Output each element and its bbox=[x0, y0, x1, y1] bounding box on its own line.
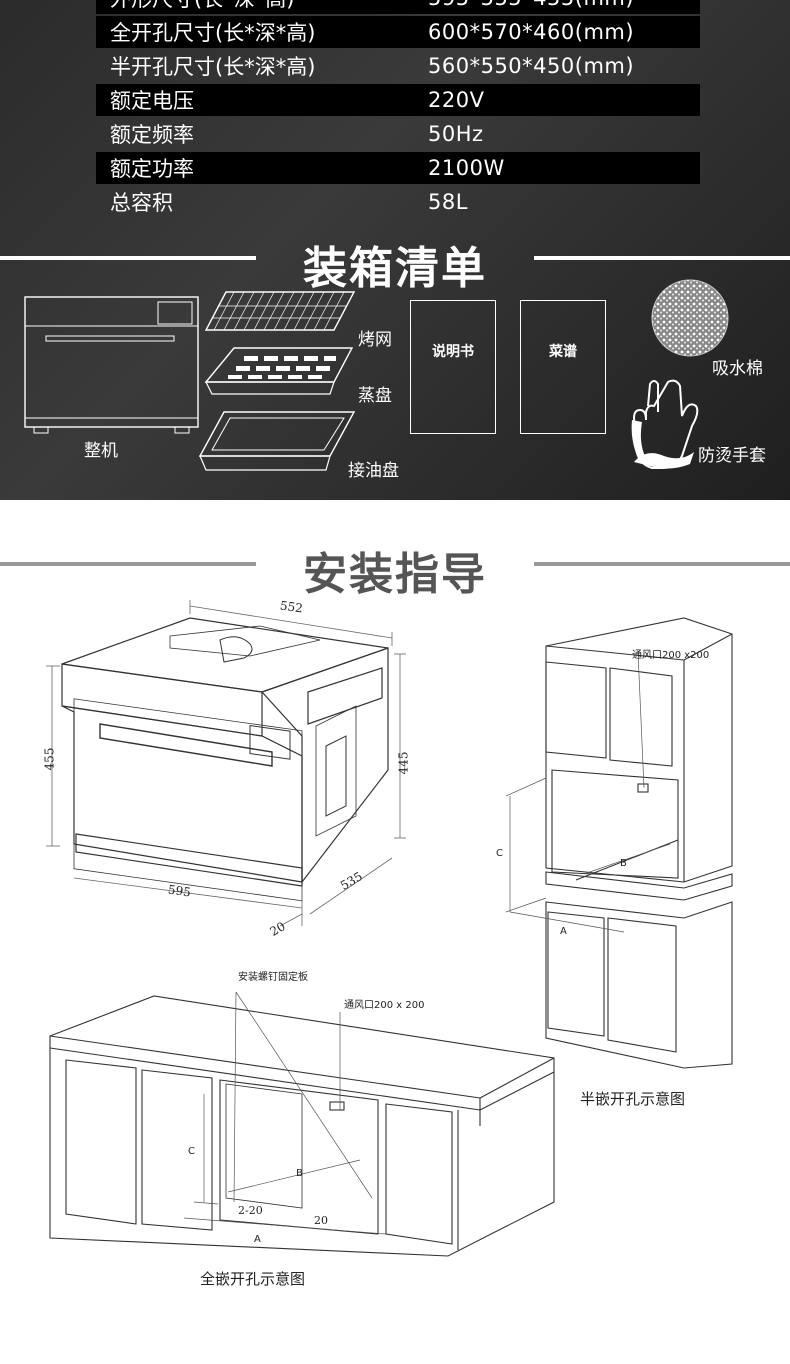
full-embedded-drawing bbox=[49, 991, 555, 1257]
steam-tray-illustration bbox=[204, 347, 354, 395]
full-b-label: B bbox=[296, 1168, 303, 1179]
half-caption: 半嵌开孔示意图 bbox=[580, 1090, 686, 1108]
spec-key: 半开孔尺寸(长*深*高) bbox=[110, 55, 316, 79]
rack-illustration bbox=[204, 291, 356, 331]
spec-key: 全开孔尺寸(长*深*高) bbox=[110, 21, 316, 45]
glove-icon bbox=[631, 379, 699, 469]
full-2-20-label: 2-20 bbox=[238, 1204, 263, 1217]
full-caption: 全嵌开孔示意图 bbox=[200, 1270, 306, 1288]
drip-tray-illustration bbox=[198, 411, 356, 471]
spec-key: 总容积 bbox=[110, 191, 173, 215]
dim-595: 595 bbox=[167, 882, 192, 900]
half-embedded-drawing bbox=[505, 617, 733, 1069]
screw-plate-label: 安装螺钉固定板 bbox=[238, 972, 308, 983]
rack-label: 烤网 bbox=[358, 330, 392, 350]
spec-row: 外形尺寸(长*深*高) 595*555*455(mm) bbox=[96, 0, 700, 14]
full-vent-label: 通风口200 x 200 bbox=[344, 1000, 425, 1011]
spec-key: 额定电压 bbox=[110, 89, 194, 113]
sponge-label: 吸水棉 bbox=[712, 359, 763, 379]
spec-row: 半开孔尺寸(长*深*高) 560*550*450(mm) bbox=[96, 50, 700, 82]
recipe-label: 菜谱 bbox=[549, 344, 577, 360]
spec-value: 50Hz bbox=[428, 122, 484, 146]
steam-tray-label: 蒸盘 bbox=[358, 386, 392, 406]
glove-label: 防烫手套 bbox=[698, 446, 766, 466]
packing-title: 装箱清单 bbox=[303, 243, 487, 294]
spec-row: 额定功率 2100W bbox=[96, 152, 700, 184]
specs-and-packing-section: 外形尺寸(长*深*高) 595*555*455(mm) 全开孔尺寸(长*深*高)… bbox=[0, 0, 790, 500]
oven-dimension-drawing bbox=[46, 600, 406, 927]
full-20-label: 20 bbox=[314, 1214, 328, 1227]
spec-value: 595*555*455(mm) bbox=[428, 0, 634, 10]
full-a-label: A bbox=[254, 1234, 261, 1245]
spec-row: 总容积 58L bbox=[96, 186, 700, 218]
manual-label: 说明书 bbox=[432, 344, 474, 360]
spec-key: 额定频率 bbox=[110, 123, 194, 147]
half-b-label: B bbox=[620, 858, 627, 869]
recipe-box: 菜谱 bbox=[520, 300, 606, 434]
spec-key: 外形尺寸(长*深*高) bbox=[110, 0, 294, 13]
unit-label: 整机 bbox=[84, 441, 118, 461]
dim-445: 445 bbox=[396, 751, 411, 775]
spec-value: 220V bbox=[428, 88, 485, 112]
title-divider-right bbox=[534, 256, 790, 260]
spec-value: 600*570*460(mm) bbox=[428, 20, 635, 44]
spec-value: 2100W bbox=[428, 156, 505, 180]
half-a-label: A bbox=[560, 926, 567, 937]
title-divider-left bbox=[0, 256, 256, 260]
install-divider-left bbox=[0, 562, 256, 566]
spec-row: 全开孔尺寸(长*深*高) 600*570*460(mm) bbox=[96, 16, 700, 48]
drip-tray-label: 接油盘 bbox=[348, 461, 399, 481]
spec-value: 58L bbox=[428, 190, 468, 214]
install-title: 安装指导 bbox=[303, 549, 487, 600]
half-vent-label: 通风口200 x200 bbox=[632, 650, 710, 661]
oven-unit-illustration bbox=[24, 296, 199, 434]
install-divider-right bbox=[534, 562, 790, 566]
spec-row: 额定频率 50Hz bbox=[96, 118, 700, 150]
spec-row: 额定电压 220V bbox=[96, 84, 700, 116]
spec-key: 额定功率 bbox=[110, 157, 194, 181]
half-c-label: C bbox=[496, 848, 503, 859]
full-c-label: C bbox=[188, 1146, 195, 1157]
manual-box: 说明书 bbox=[410, 300, 496, 434]
dim-455: 455 bbox=[42, 747, 57, 771]
spec-value: 560*550*450(mm) bbox=[428, 54, 635, 78]
dim-552: 552 bbox=[279, 598, 304, 616]
sponge-illustration bbox=[651, 279, 729, 357]
